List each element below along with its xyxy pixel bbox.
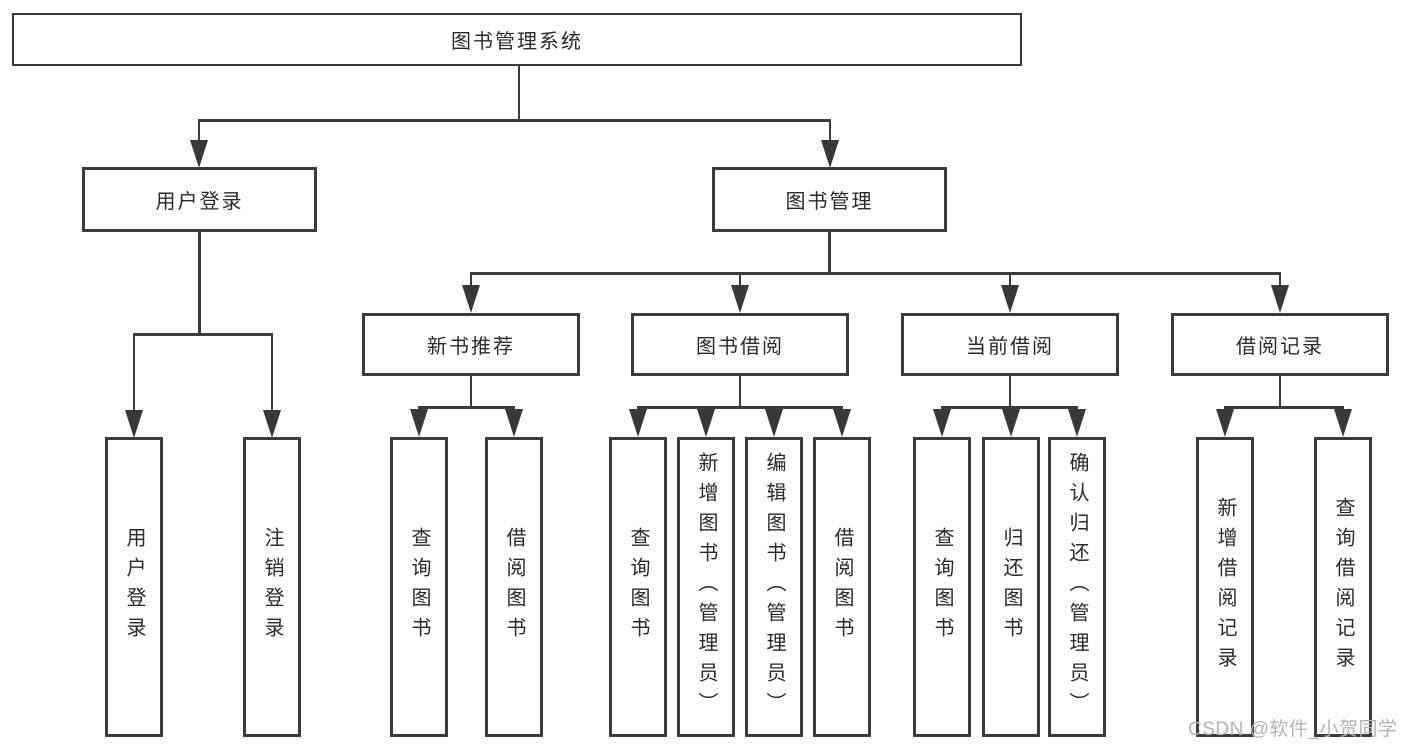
leaf-query-book-borrowing-label: 查询图书 xyxy=(627,527,649,647)
node-new-book-recommend: 新书推荐 xyxy=(362,313,580,376)
arrowhead-down-icon xyxy=(1001,285,1019,313)
arrowhead-down-icon xyxy=(190,140,208,168)
leaf-add-borrow-record-label: 新增借阅记录 xyxy=(1214,497,1236,677)
leaf-logout-label: 注销登录 xyxy=(261,527,283,647)
leaf-logout: 注销登录 xyxy=(243,437,301,737)
leaf-user-login-label: 用户登录 xyxy=(123,527,145,647)
connector-line xyxy=(133,333,273,336)
leaf-return-book-label: 归还图书 xyxy=(1000,527,1022,647)
connector-line xyxy=(738,374,742,408)
node-book-management-label: 图书管理 xyxy=(785,191,874,213)
connector-line xyxy=(1008,374,1012,408)
leaf-query-borrow-record-label: 查询借阅记录 xyxy=(1332,497,1354,677)
node-borrowing-records: 借阅记录 xyxy=(1171,313,1389,376)
node-library-system-label: 图书管理系统 xyxy=(451,31,583,53)
arrowhead-down-icon xyxy=(125,410,143,438)
arrowhead-down-icon xyxy=(1216,409,1234,437)
connector-line xyxy=(132,333,136,413)
leaf-query-book-recommend: 查询图书 xyxy=(390,437,448,737)
connector-line xyxy=(1278,272,1282,290)
node-book-borrowing-label: 图书借阅 xyxy=(696,336,784,358)
watermark: CSDN @软件_小贺同学 xyxy=(1188,719,1398,740)
connector-line xyxy=(418,406,515,409)
arrowhead-down-icon xyxy=(1271,285,1289,313)
leaf-borrow-book: 借阅图书 xyxy=(813,437,871,737)
node-borrowing-records-label: 借阅记录 xyxy=(1236,336,1324,358)
leaf-query-book-borrowing: 查询图书 xyxy=(609,437,667,737)
node-new-book-recommend-label: 新书推荐 xyxy=(427,336,515,358)
connector-line xyxy=(198,230,201,334)
node-user-login-label: 用户登录 xyxy=(155,191,244,213)
arrowhead-down-icon xyxy=(933,409,951,437)
connector-line xyxy=(469,374,473,408)
leaf-add-book-admin-label: 新增图书（管理员） xyxy=(695,452,717,722)
leaf-return-book: 归还图书 xyxy=(982,437,1040,737)
arrowhead-down-icon xyxy=(1002,409,1020,437)
leaf-query-book-current: 查询图书 xyxy=(913,437,971,737)
leaf-user-login: 用户登录 xyxy=(105,437,163,737)
connector-line xyxy=(198,119,831,122)
leaf-confirm-return-admin-label: 确认归还（管理员） xyxy=(1066,452,1088,722)
connector-line xyxy=(1008,272,1012,290)
arrowhead-down-icon xyxy=(263,410,281,438)
leaf-borrow-book-recommend: 借阅图书 xyxy=(485,437,543,737)
arrowhead-down-icon xyxy=(629,409,647,437)
arrowhead-down-icon xyxy=(1068,409,1086,437)
arrowhead-down-icon xyxy=(765,409,783,437)
connector-line xyxy=(828,119,832,143)
connector-line xyxy=(941,406,1078,409)
leaf-edit-book-admin-label: 编辑图书（管理员） xyxy=(763,452,785,722)
arrowhead-down-icon xyxy=(410,409,428,437)
connector-line xyxy=(1278,374,1282,408)
leaf-confirm-return-admin: 确认归还（管理员） xyxy=(1048,437,1106,737)
connector-line xyxy=(197,119,201,143)
leaf-add-book-admin: 新增图书（管理员） xyxy=(677,437,735,737)
node-current-borrowing: 当前借阅 xyxy=(901,313,1119,376)
node-book-management: 图书管理 xyxy=(712,167,947,232)
node-current-borrowing-label: 当前借阅 xyxy=(966,336,1054,358)
connector-line xyxy=(517,64,521,120)
connector-line xyxy=(637,406,843,409)
node-book-borrowing: 图书借阅 xyxy=(631,313,849,376)
leaf-borrow-book-label: 借阅图书 xyxy=(831,527,853,647)
leaf-query-book-current-label: 查询图书 xyxy=(931,527,953,647)
leaf-add-borrow-record: 新增借阅记录 xyxy=(1196,437,1254,737)
leaf-edit-book-admin: 编辑图书（管理员） xyxy=(745,437,803,737)
leaf-query-book-recommend-label: 查询图书 xyxy=(408,527,430,647)
arrowhead-down-icon xyxy=(697,409,715,437)
connector-line xyxy=(270,333,274,413)
connector-line xyxy=(1224,406,1344,409)
connector-line xyxy=(469,272,473,290)
arrowhead-down-icon xyxy=(731,285,749,313)
arrowhead-down-icon xyxy=(1334,409,1352,437)
node-library-system: 图书管理系统 xyxy=(12,13,1022,66)
arrowhead-down-icon xyxy=(821,140,839,168)
arrowhead-down-icon xyxy=(833,409,851,437)
leaf-query-borrow-record: 查询借阅记录 xyxy=(1314,437,1372,737)
leaf-borrow-book-recommend-label: 借阅图书 xyxy=(503,527,525,647)
arrowhead-down-icon xyxy=(505,409,523,437)
connector-line xyxy=(828,230,831,274)
connector-line xyxy=(738,272,742,290)
connector-line xyxy=(470,272,1281,275)
arrowhead-down-icon xyxy=(462,285,480,313)
node-user-login: 用户登录 xyxy=(82,167,317,232)
